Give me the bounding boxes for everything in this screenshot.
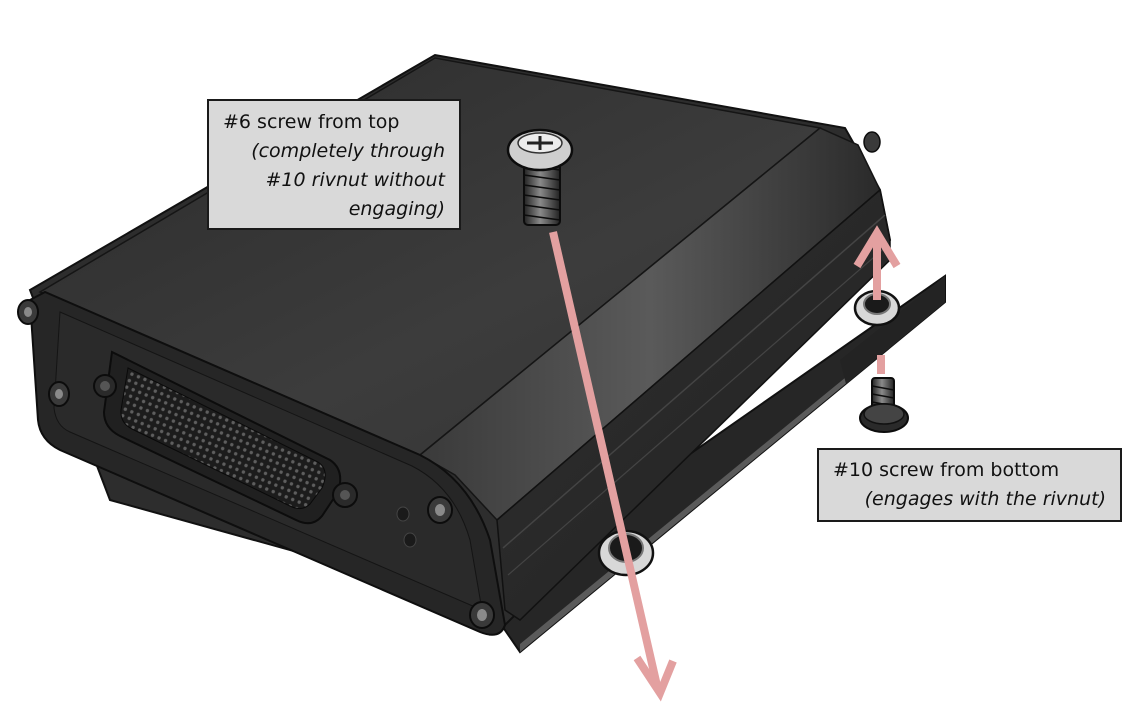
d-sub-connector-icon [93, 350, 358, 525]
callout-bottom-screw: #10 screw from bottom (engages with the … [817, 448, 1122, 522]
callout-top-detail-2: #10 rivnut without [265, 169, 445, 191]
insertion-arrow-top [549, 231, 677, 702]
callout-top-detail-3: engaging) [348, 198, 445, 220]
callout-bottom-detail-1: (engages with the rivnut) [864, 488, 1106, 510]
callout-top-detail-1: (completely through [251, 140, 445, 162]
insertion-arrow-bottom [853, 225, 901, 374]
top-screw-icon [506, 128, 574, 226]
callout-bottom-title: #10 screw from bottom [833, 459, 1060, 481]
front-panel-holes [396, 506, 417, 548]
bottom-screw-icon [859, 377, 909, 433]
callout-top-screw: #6 screw from top (completely through #1… [207, 99, 461, 230]
callout-top-title: #6 screw from top [223, 111, 400, 133]
corner-screws [17, 131, 881, 629]
